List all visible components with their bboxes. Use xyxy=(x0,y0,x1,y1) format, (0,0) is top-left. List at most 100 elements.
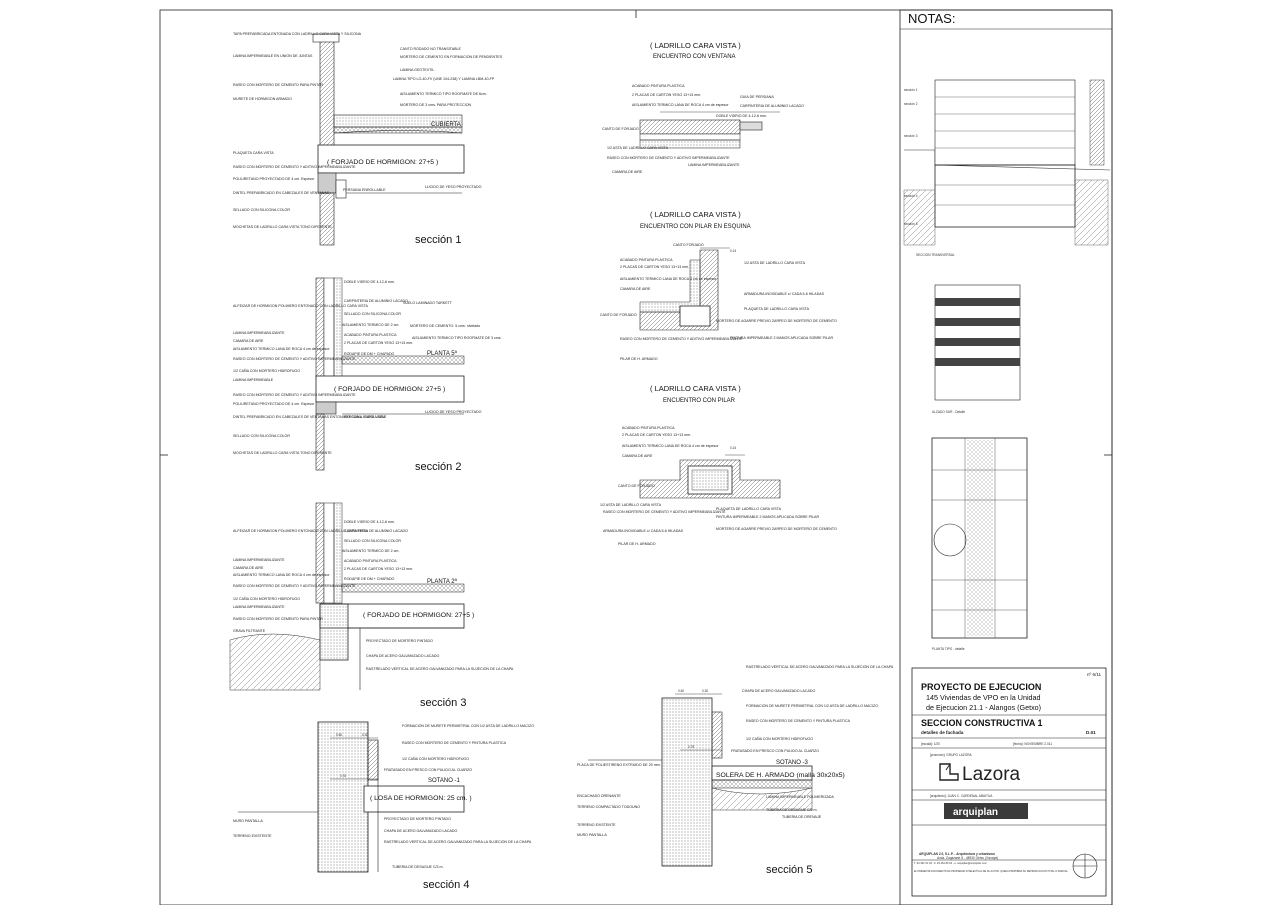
annotation-label: FRATASADO EN FRESCO CON PULIDO AL CUARZO xyxy=(384,768,472,772)
annotation-label: ARMADURA INOXIDABLE c/ CADA 5-6 HILADAS xyxy=(603,529,684,533)
annotation-label: TAPA PREFABRICADA ENTONADA CON LADRILLO … xyxy=(233,32,362,36)
annotation-label: GUIA DE PERSIANA xyxy=(740,95,774,99)
annotation-label: PINTURA IMPERMEABLE 2 MANOS APLICADA SOB… xyxy=(716,515,819,519)
annotation-label: RASEO CON MORTERO DE CEMENTO PARA PINTAR xyxy=(233,83,323,87)
annotation-label: SELLADO CON SILICONA COLOR xyxy=(233,434,290,438)
annotation-label: FORMACION DE MURETE PERIMETRAL CON 1/2 A… xyxy=(402,724,534,728)
drawing-subtitle: detalles de fachada xyxy=(921,730,964,735)
section-4-floor-label: SOTANO -1 xyxy=(428,778,461,784)
annotation-label: 1/2 CAÑA CON MORTERO HIDROFUGO xyxy=(233,368,300,373)
section-2-title: sección 2 xyxy=(415,461,461,473)
section-3-title: sección 3 xyxy=(420,697,466,709)
annotation-label: CHAPA DE ACERO GALVANIZADO LACADO xyxy=(384,829,457,833)
project-description-1: 145 Viviendas de VPO en la Unidad xyxy=(926,693,1041,702)
annotation-label: LUCIDO DE YESO PROYECTADO xyxy=(425,185,482,189)
annotation-label: MORTERO DE AGARRE PREVIO ZARPEO DE MORTE… xyxy=(716,319,837,323)
section-1-title: sección 1 xyxy=(415,234,461,246)
annotation-label: ACABADO PINTURA PLASTICA xyxy=(622,426,675,430)
annotation-label: 1/2 CAÑA CON MORTERO HIDROFUGO xyxy=(233,596,300,601)
detail-3-subtitle: ENCUENTRO CON PILAR xyxy=(663,398,736,404)
annotation-label: RASEO CON MORTERO DE CEMENTO Y PINTURA P… xyxy=(746,719,851,723)
annotation-label: FORMACION DE MURETE PERIMETRAL CON 1/2 A… xyxy=(746,704,878,708)
annotation-label: RASTRELADO VERTICAL DE ACERO GALVANIZADO… xyxy=(384,840,532,844)
annotation-label: PROYECTADO DE MORTERO PINTADO xyxy=(366,639,433,643)
section-5-floor-label: SOTANO -3 xyxy=(776,760,809,766)
studio-name: ARQUIPLAN 2.0, S.L.P. - Arquitectura y u… xyxy=(919,852,995,856)
section-marker-label: sección 3 xyxy=(904,134,918,138)
section-5-dim-c: 0.78 xyxy=(688,745,694,749)
annotation-label: PINTURA IMPERMEABLE 2 MANOS APLICADA SOB… xyxy=(730,336,833,340)
annotation-label: CAMARA DE AIRE xyxy=(622,454,653,458)
copyright-note: EL PRESENTE DOCUMENTO ES PROPIEDAD INTEL… xyxy=(914,870,1068,873)
section-3-drawing xyxy=(229,502,465,691)
annotation-label: SELLADO CON SILICONA COLOR xyxy=(344,312,401,316)
project-title: PROYECTO DE EJECUCION xyxy=(921,682,1041,692)
section-4-dim-a: 0.60 xyxy=(336,733,342,737)
annotation-label: DINTEL PREFABRICADO EN CABEZALES DE VENT… xyxy=(233,415,386,419)
annotation-label: LUCIDO DE YESO PROYECTADO xyxy=(425,410,482,414)
annotation-label: RASEO CON MORTERO DE CEMENTO Y ADITIVO I… xyxy=(620,337,743,341)
annotation-label: MORTERO DE 3 cms. PARA PROTECCION xyxy=(400,103,472,107)
annotation-label: TUBERIA DE DRENAJE xyxy=(782,815,822,819)
annotation-label: CAMARA DE AIRE xyxy=(233,566,264,570)
section-2-slab-label: ( FORJADO DE HORMIGON: 27+5 ) xyxy=(334,386,445,393)
notes-heading: NOTAS: xyxy=(908,11,955,26)
section-4-drawing xyxy=(238,721,465,873)
detail-2-subtitle: ENCUENTRO CON PILAR EN ESQUINA xyxy=(640,224,751,230)
annotation-label: TERRENO EXISTENTE xyxy=(233,834,272,838)
annotation-label: DINTEL PREFABRICADO EN CABEZALES DE VENT… xyxy=(233,191,330,195)
annotation-label: RASEO CON MORTERO DE CEMENTO PARA PINTAR xyxy=(233,617,323,621)
annotation-label: RASTRELADO VERTICAL DE ACERO GALVANIZADO… xyxy=(746,665,894,669)
section-marker-label: sección 5 xyxy=(904,222,918,226)
annotation-label: TERRENO COMPACTADO TODOUNO xyxy=(577,805,640,809)
annotation-label: CAMARA DE AIRE xyxy=(612,170,643,174)
annotation-label: MOCHETAS DE LADRILLO CARA VISTA TONO DIF… xyxy=(233,451,332,455)
section-3-floor-label: PLANTA 2ª xyxy=(427,578,458,585)
annotation-label: RASEO CON MORTERO DE CEMENTO Y ADITIVO I… xyxy=(233,393,356,397)
annotation-label: LAMINA TIPO LO-40-FV (UNE 104-238) Y LAM… xyxy=(393,77,495,81)
annotation-label: POLIURETANO PROYECTADO DE 4 cm. Espesor xyxy=(233,177,315,181)
annotation-label: GRAVA FILTRANTE xyxy=(233,629,266,633)
annotation-label: SELLADO CON SILICONA COLOR xyxy=(344,539,401,543)
drawing-date: [fecha]: NOVIEMBRE 2.011 xyxy=(1013,742,1052,746)
studio-address: Avda. Zugazarte 8 - 48930 Getxo (Vizcaya… xyxy=(937,856,998,860)
annotation-label: AISLAMIENTO TERMICO LANA DE ROCA 4 cm de… xyxy=(233,573,330,577)
section-1-drawing xyxy=(312,33,465,246)
annotation-label: LAMINA IMPERMEABLE xyxy=(233,378,274,382)
detail-1-subtitle: ENCUENTRO CON VENTANA xyxy=(653,54,736,60)
floor-plan-caption: PLANTA TIPO - detalle xyxy=(932,647,965,651)
annotation-label: PERSIANA ENROLLABLE xyxy=(344,415,387,419)
annotation-label: MURO PANTALLA xyxy=(577,833,607,837)
section-4-dim-b: 0.30 xyxy=(362,733,368,737)
annotation-label: RASEO CON MORTERO DE CEMENTO Y ADITIVO I… xyxy=(607,156,730,160)
annotation-label: TUBERIA DE DESAGUE C/3 m. xyxy=(766,808,818,812)
annotation-label: ARMADURA INOXIDABLE c/ CADA 5-6 HILADAS xyxy=(744,292,825,296)
annotation-label: AISLAMIENTO TERMICO DE 2 cm. xyxy=(342,323,399,327)
section-3-left-labels: ALFEIZAR DE HORMIGON POLIMERO ENTONADO C… xyxy=(233,529,368,633)
annotation-label: AISLAMIENTO TERMICO LANA DE ROCA 4 cm de… xyxy=(632,103,729,107)
section-marker-label: sección 2 xyxy=(904,102,918,106)
annotation-label: MORTERO DE AGARRE PREVIO ZARPEO DE MORTE… xyxy=(716,527,837,531)
annotation-label: LAMINA IMPERMEABLE POLIMERIZADA xyxy=(766,795,835,799)
section-3-slab-label: ( FORJADO DE HORMIGON: 27+5 ) xyxy=(363,612,474,619)
section-5-drawing xyxy=(588,693,813,867)
building-section-drawing xyxy=(903,79,1111,246)
annotation-label: CANTO FORJADO xyxy=(673,243,704,247)
annotation-label: RASTRELADO VERTICAL DE ACERO GALVANIZADO… xyxy=(366,667,514,671)
facade-elevation-caption: ALZADO SUR - Detalle xyxy=(932,410,965,414)
annotation-label: FRATASADO EN FRESCO CON PULIDO AL CUARZO xyxy=(731,749,819,753)
annotation-label: RASEO CON MORTERO DE CEMENTO Y ADITIVO I… xyxy=(233,357,356,361)
annotation-label: AISLAMIENTO TERMICO TIPO ROOFMATE DE 3 c… xyxy=(412,336,502,340)
annotation-label: LAMINA IMPERMEABLE EN UNION DE JUNTAS xyxy=(233,54,313,58)
annotation-label: MURETE DE HORMIGON ARMADO xyxy=(233,97,292,101)
section-3-right-labels: DOBLE VIDRIO DE 4-12-6 mm. CARPINTERIA D… xyxy=(342,520,514,671)
annotation-label: 1/2 ASTA DE LADRILLO CARA VISTA xyxy=(600,503,662,507)
section-5-slab-label: SOLERA DE H. ARMADO (malla 30x20x5) xyxy=(716,772,845,779)
annotation-label: 2 PLACAS DE CARTON YESO 13+13 mm. xyxy=(620,265,689,269)
section-2-drawing xyxy=(315,277,465,471)
section-5-right-labels: RASTRELADO VERTICAL DE ACERO GALVANIZADO… xyxy=(731,665,894,819)
annotation-label: RODAPIE DE DM + CHAPADO xyxy=(344,352,395,356)
annotation-label: PLAQUETA DE LADRILLO CARA VISTA xyxy=(744,307,810,311)
section-5-title: sección 5 xyxy=(766,864,812,876)
